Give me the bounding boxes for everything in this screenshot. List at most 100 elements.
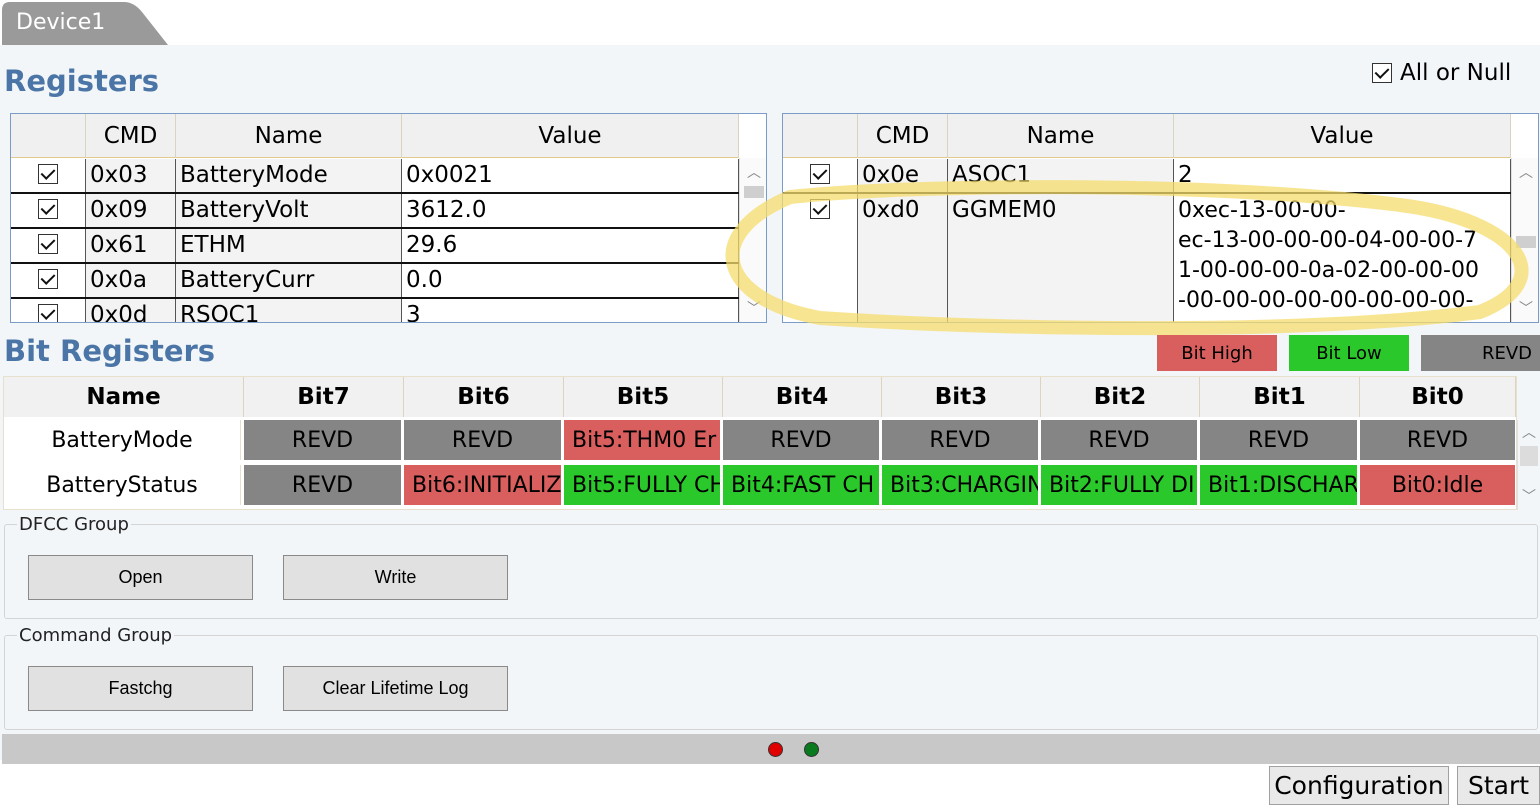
bit-cell: Bit1:DISCHAR xyxy=(1200,465,1357,505)
header-cmd: CMD xyxy=(86,114,176,158)
value-line: ec-13-00-00-00-04-00-00-7 xyxy=(1178,228,1478,253)
checkbox-icon xyxy=(1372,63,1392,83)
scroll-up-icon[interactable]: ︿ xyxy=(747,165,761,181)
bit-row-name: BatteryStatus xyxy=(4,465,241,505)
status-red-dot-icon xyxy=(768,742,783,757)
grid-header: CMD Name Value xyxy=(783,114,1511,158)
header-check xyxy=(783,114,858,158)
table-row[interactable]: BatteryStatus REVD Bit6:INITIALIZ Bit5:F… xyxy=(4,463,1518,507)
bit-cell: Bit3:CHARGIN xyxy=(882,465,1038,505)
table-row[interactable]: 0x0d RSOC1 3 xyxy=(11,299,739,322)
value-cell[interactable]: 2 xyxy=(1174,159,1511,192)
bit-cell: REVD xyxy=(1041,420,1197,460)
name-cell: BatteryVolt xyxy=(176,194,402,227)
tab-shape xyxy=(2,2,168,45)
scroll-up-icon[interactable]: ︿ xyxy=(1522,425,1536,441)
scroll-thumb[interactable] xyxy=(1520,446,1538,466)
name-cell: RSOC1 xyxy=(176,299,402,322)
tab-device1[interactable]: Device1 xyxy=(2,2,168,45)
vertical-scrollbar[interactable]: ︿ ﹀ xyxy=(1511,158,1538,322)
value-line: -00-00-00-00-00-00-00-00- xyxy=(1178,288,1474,313)
value-cell[interactable]: 3 xyxy=(402,299,739,322)
bit-cell: REVD xyxy=(1360,420,1515,460)
command-group-label: Command Group xyxy=(17,625,175,646)
header-bit6: Bit6 xyxy=(404,377,564,417)
scroll-thumb[interactable] xyxy=(1516,236,1536,248)
start-button[interactable]: Start xyxy=(1457,766,1540,805)
vertical-scrollbar[interactable]: ︿ ﹀ xyxy=(739,158,766,322)
name-cell: ASOC1 xyxy=(948,159,1174,192)
header-check xyxy=(11,114,86,158)
scroll-down-icon[interactable]: ﹀ xyxy=(1522,489,1536,505)
configuration-button[interactable]: Configuration xyxy=(1269,766,1449,805)
row-checkbox[interactable] xyxy=(11,194,86,227)
tab-label: Device1 xyxy=(16,10,106,35)
cmd-cell: 0xd0 xyxy=(858,194,948,322)
cmd-cell: 0x0d xyxy=(86,299,176,322)
value-cell[interactable]: 29.6 xyxy=(402,229,739,262)
scroll-thumb[interactable] xyxy=(744,186,764,198)
value-cell[interactable]: 0.0 xyxy=(402,264,739,297)
header-name: Name xyxy=(948,114,1174,158)
value-line: 0xec-13-00-00- xyxy=(1178,198,1346,223)
clear-lifetime-log-button[interactable]: Clear Lifetime Log xyxy=(283,666,508,711)
legend-bit-high: Bit High xyxy=(1157,335,1277,371)
table-row[interactable]: 0x09 BatteryVolt 3612.0 xyxy=(11,194,739,229)
cmd-cell: 0x0e xyxy=(858,159,948,192)
scroll-up-icon[interactable]: ︿ xyxy=(1519,165,1533,181)
bit-registers-title: Bit Registers xyxy=(4,334,216,368)
scroll-down-icon[interactable]: ﹀ xyxy=(1519,301,1533,317)
registers-title: Registers xyxy=(4,64,160,98)
bit-cell: REVD xyxy=(244,420,401,460)
row-checkbox[interactable] xyxy=(783,159,858,192)
name-cell: GGMEM0 xyxy=(948,194,1174,322)
write-button[interactable]: Write xyxy=(283,555,508,600)
legend-bit-low: Bit Low xyxy=(1289,335,1409,371)
header-bit5: Bit5 xyxy=(564,377,723,417)
name-cell: BatteryMode xyxy=(176,159,402,192)
row-checkbox[interactable] xyxy=(11,229,86,262)
value-cell[interactable]: 3612.0 xyxy=(402,194,739,227)
bit-cell: REVD xyxy=(404,420,561,460)
name-cell: ETHM xyxy=(176,229,402,262)
table-row[interactable]: 0x61 ETHM 29.6 xyxy=(11,229,739,264)
row-checkbox[interactable] xyxy=(11,299,86,322)
cmd-cell: 0x03 xyxy=(86,159,176,192)
bit-cell: Bit2:FULLY DI xyxy=(1041,465,1197,505)
row-checkbox[interactable] xyxy=(11,264,86,297)
cmd-cell: 0x0a xyxy=(86,264,176,297)
value-line: 1-00-00-00-0a-02-00-00-00 xyxy=(1178,258,1479,283)
all-or-null-checkbox[interactable]: All or Null xyxy=(1372,60,1511,86)
table-row[interactable]: BatteryMode REVD REVD Bit5:THM0 Er REVD … xyxy=(4,418,1518,462)
header-bit3: Bit3 xyxy=(882,377,1041,417)
table-row[interactable]: 0x0a BatteryCurr 0.0 xyxy=(11,264,739,299)
value-cell-multiline[interactable]: 0xec-13-00-00- ec-13-00-00-00-04-00-00-7… xyxy=(1174,194,1511,322)
bit-registers-table: Name Bit7 Bit6 Bit5 Bit4 Bit3 Bit2 Bit1 … xyxy=(3,376,1517,510)
registers-grid-left: CMD Name Value 0x03 BatteryMode 0x0021 0… xyxy=(10,113,767,323)
bit-cell: Bit5:THM0 Er xyxy=(564,420,720,460)
header-bit1: Bit1 xyxy=(1200,377,1360,417)
legend-revd: REVD xyxy=(1421,335,1540,371)
open-button[interactable]: Open xyxy=(28,555,253,600)
bit-cell: Bit6:INITIALIZ xyxy=(404,465,561,505)
header-value: Value xyxy=(1174,114,1511,158)
table-row[interactable]: 0x03 BatteryMode 0x0021 xyxy=(11,159,739,194)
bit-cell: Bit5:FULLY CH xyxy=(564,465,720,505)
header-bit7: Bit7 xyxy=(244,377,404,417)
table-row[interactable]: 0x0e ASOC1 2 xyxy=(783,159,1511,194)
scroll-down-icon[interactable]: ﹀ xyxy=(747,301,761,317)
cmd-cell: 0x61 xyxy=(86,229,176,262)
header-bit4: Bit4 xyxy=(723,377,882,417)
row-checkbox[interactable] xyxy=(783,194,858,322)
bit-cell: Bit0:Idle xyxy=(1360,465,1515,505)
row-checkbox[interactable] xyxy=(11,159,86,192)
header-bit0: Bit0 xyxy=(1360,377,1516,417)
header-bit2: Bit2 xyxy=(1041,377,1200,417)
table-row[interactable]: 0xd0 GGMEM0 0xec-13-00-00- ec-13-00-00-0… xyxy=(783,194,1511,322)
value-cell[interactable]: 0x0021 xyxy=(402,159,739,192)
bit-cell: REVD xyxy=(1200,420,1357,460)
bit-table-scrollbar[interactable]: ︿ ﹀ xyxy=(1517,420,1539,510)
fastchg-button[interactable]: Fastchg xyxy=(28,666,253,711)
header-name: Name xyxy=(4,377,244,417)
name-cell: BatteryCurr xyxy=(176,264,402,297)
